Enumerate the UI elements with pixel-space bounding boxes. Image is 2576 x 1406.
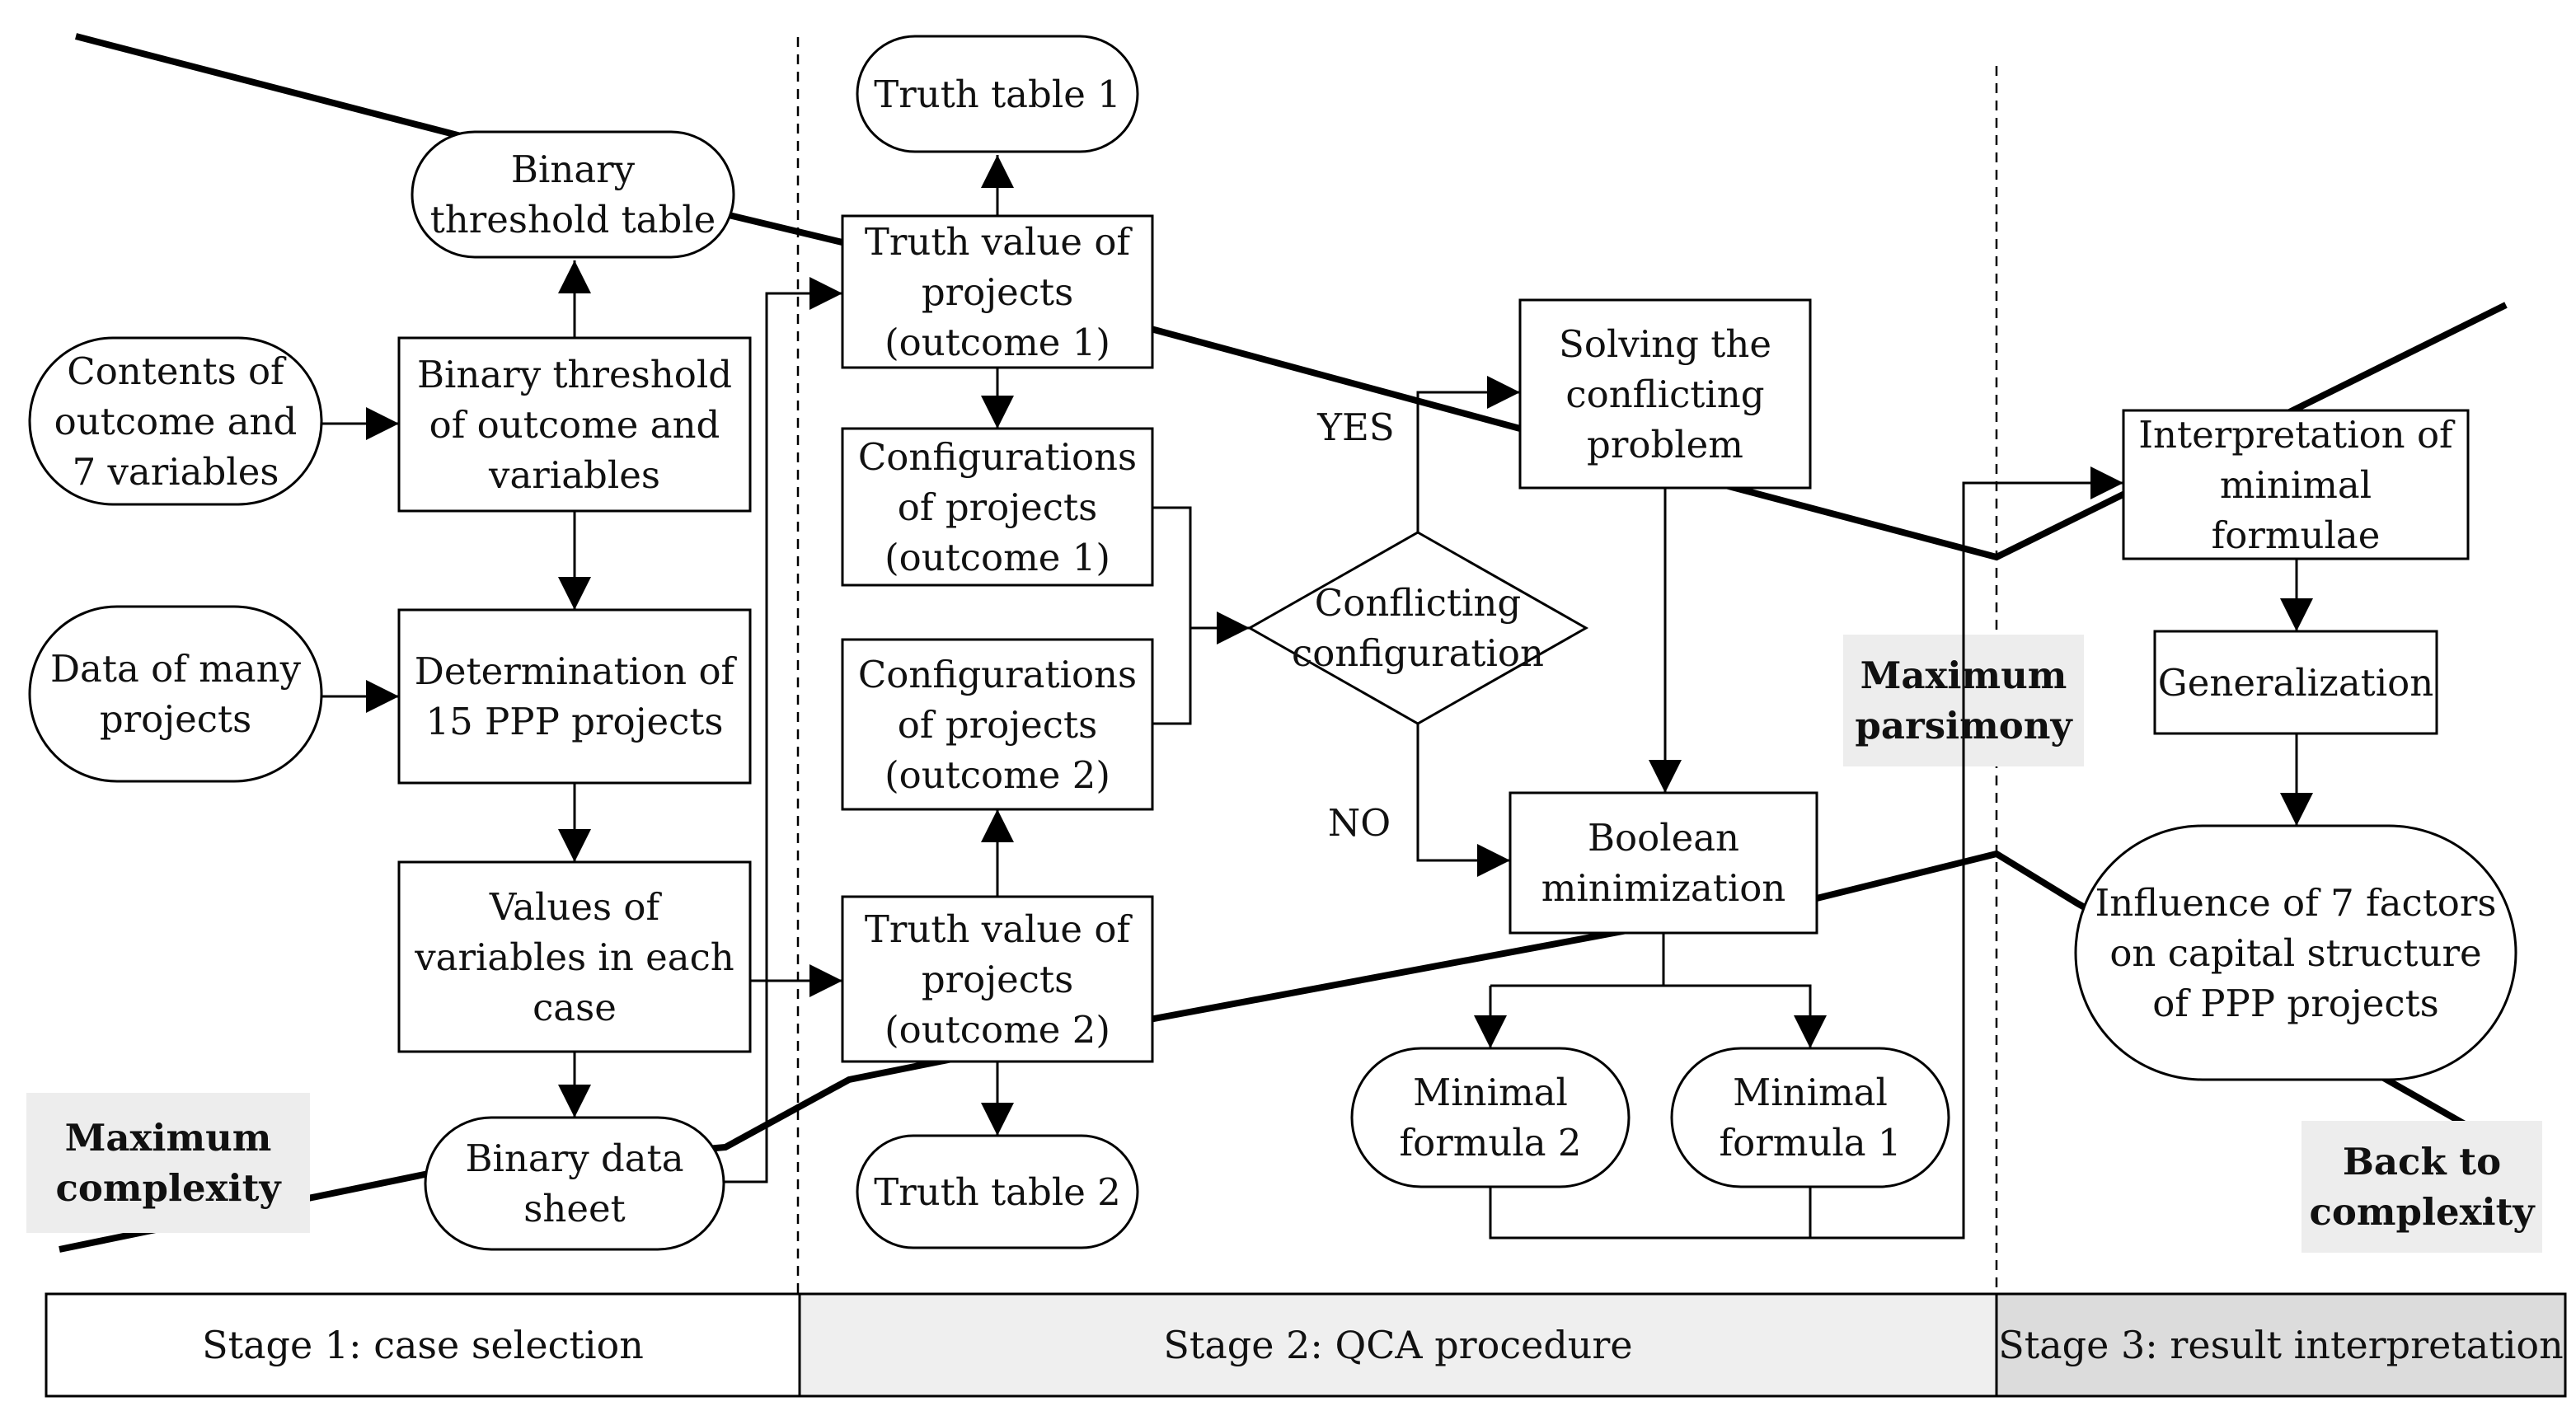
node-binary-threshold-label: Binary threshold of outcome and variable… xyxy=(416,352,733,497)
line-formulas-merge xyxy=(1489,466,2123,1240)
node-boolean-min xyxy=(1509,791,1818,935)
node-config-1 xyxy=(841,427,1154,587)
line-config-1-merge xyxy=(1152,506,1192,725)
node-binary-threshold-table-label: Binary threshold table xyxy=(429,148,716,241)
stage2-band xyxy=(798,1292,1998,1398)
callout-back-to-complexity-bg xyxy=(2302,1121,2542,1253)
node-minimal-formula-1-label: Minimal formula 1 xyxy=(1719,1071,1902,1165)
node-conflicting-config-label: Conflicting configuration xyxy=(1292,581,1544,675)
callout-max-complexity: Maximum complexity xyxy=(55,1116,281,1210)
arrow-conflicting-no xyxy=(1416,724,1510,877)
node-influence-label: Influence of 7 factors on capital struct… xyxy=(2095,880,2497,1025)
edge-label-yes: YES xyxy=(1317,405,1395,449)
node-binary-threshold xyxy=(397,336,752,513)
callout-max-parsimony: Maximum parsimony xyxy=(1855,654,2072,748)
stage2-label: Stage 2: QCA procedure xyxy=(1163,1322,1633,1367)
node-data-many-projects xyxy=(28,605,323,783)
node-truth-value-1-label: Truth value of projects (outcome 1) xyxy=(864,219,1131,364)
node-interpretation-label: Interpretation of minimal formulae xyxy=(2138,412,2453,557)
node-solving xyxy=(1518,298,1812,490)
node-contents-outcome-label: Contents of outcome and 7 variables xyxy=(54,349,298,494)
edge-label-no: NO xyxy=(1327,800,1391,845)
stage3-label: Stage 3: result interpretation xyxy=(1998,1322,2564,1367)
node-generalization xyxy=(2153,630,2438,735)
node-contents-outcome xyxy=(28,336,323,506)
node-truth-table-1 xyxy=(856,35,1139,153)
line-boolean-right xyxy=(1663,984,1827,1048)
node-config-2-label: Configurations of projects (outcome 2) xyxy=(857,652,1138,797)
node-boolean-min-label: Boolean minimization xyxy=(1541,816,1786,910)
node-config-1-label: Configurations of projects (outcome 1) xyxy=(857,434,1138,579)
node-minimal-formula-2-label: Minimal formula 2 xyxy=(1399,1071,1582,1165)
node-generalization-label: Generalization xyxy=(2157,660,2434,705)
arrow-sheet-to-truth-value-1 xyxy=(724,277,842,1183)
node-binary-data-sheet-label: Binary data sheet xyxy=(465,1137,684,1230)
node-truth-value-2 xyxy=(841,895,1154,1063)
node-determination xyxy=(397,608,752,785)
node-truth-table-2-label: Truth table 2 xyxy=(874,1169,1121,1214)
node-truth-table-1-label: Truth table 1 xyxy=(874,72,1121,116)
node-config-2 xyxy=(841,638,1154,811)
node-values-variables xyxy=(397,860,752,1053)
node-data-many-projects-label: Data of many projects xyxy=(49,647,302,741)
node-truth-value-1 xyxy=(841,214,1154,369)
stage1-label: Stage 1: case selection xyxy=(202,1322,644,1367)
callout-back-to-complexity: Back to complexity xyxy=(2309,1140,2535,1234)
arrow-conflicting-yes xyxy=(1416,376,1520,532)
node-interpretation xyxy=(2122,409,2470,560)
stage1-band xyxy=(45,1292,801,1398)
callout-max-complexity-bg xyxy=(26,1093,310,1233)
node-values-variables-label: Values of variables in each case xyxy=(415,884,734,1029)
node-binary-threshold-table xyxy=(411,130,735,259)
node-determination-label: Determination of 15 PPP projects xyxy=(414,649,735,743)
stage3-band xyxy=(1995,1292,2567,1398)
node-solving-label: Solving the conflicting problem xyxy=(1559,321,1771,466)
node-truth-value-2-label: Truth value of projects (outcome 2) xyxy=(864,907,1131,1052)
